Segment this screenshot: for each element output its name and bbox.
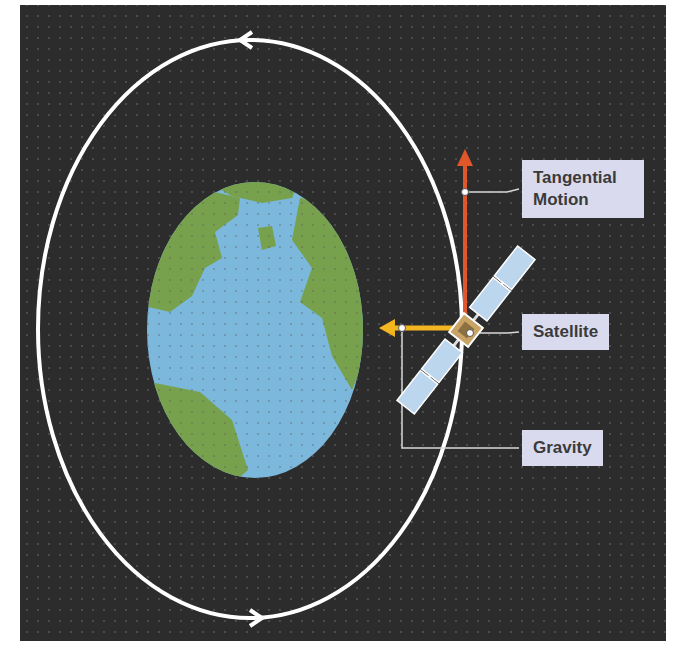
label-text: Tangential Motion xyxy=(533,167,633,211)
leader-dot xyxy=(462,189,469,196)
leader-dot xyxy=(467,330,474,337)
leader-line xyxy=(469,189,519,192)
star-dots xyxy=(20,5,666,641)
orbit-arrow xyxy=(240,32,252,48)
space-background xyxy=(20,5,666,641)
gravity-arrow xyxy=(392,326,455,331)
satellite-figure xyxy=(396,245,536,414)
tangential-arrowhead xyxy=(457,149,473,166)
leader-dot xyxy=(399,325,406,332)
label-text: Gravity xyxy=(533,437,592,459)
orbit-path xyxy=(38,40,462,618)
label-box: Tangential Motion xyxy=(522,160,644,218)
gravity-arrowhead xyxy=(379,319,395,337)
label-text: Satellite xyxy=(533,321,598,343)
earth xyxy=(140,170,372,490)
label-box: Satellite xyxy=(522,314,609,350)
tangential-arrow xyxy=(463,164,467,318)
label-box: Gravity xyxy=(522,430,603,466)
orbit-arrow xyxy=(250,610,262,626)
